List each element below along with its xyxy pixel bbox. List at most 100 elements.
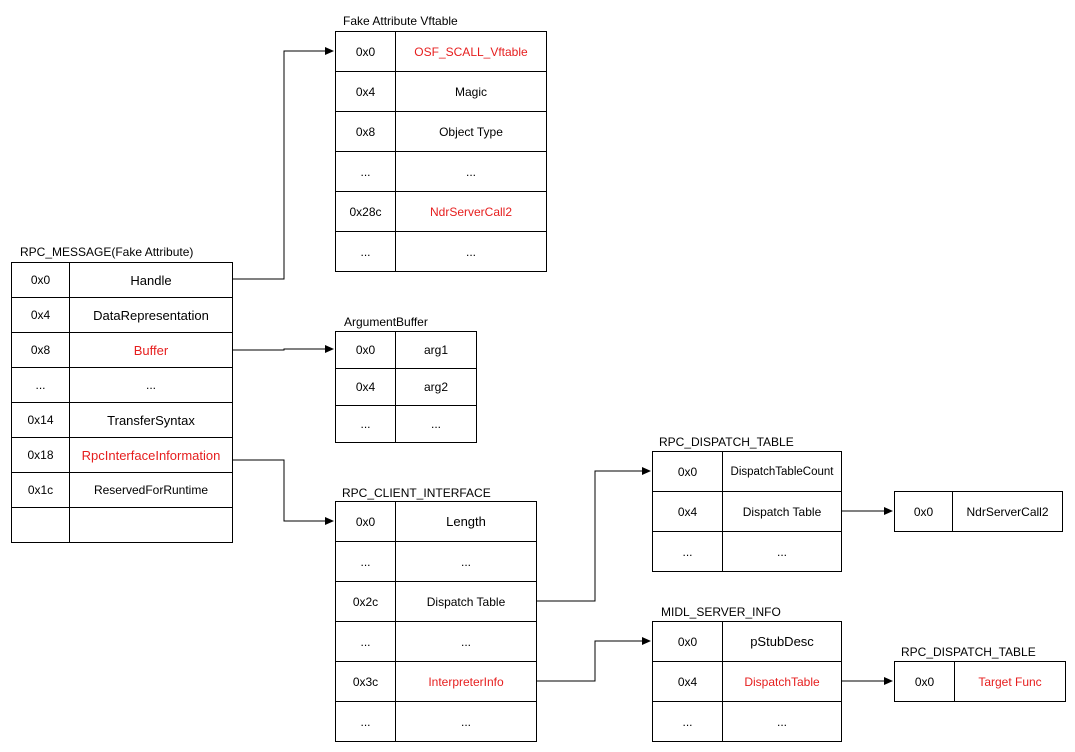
field-cell: ... <box>395 701 537 742</box>
offset-cell: 0x1c <box>11 472 70 508</box>
struct-row: 0x2c Dispatch Table <box>335 581 537 622</box>
offset-cell: 0x0 <box>335 31 396 72</box>
field-cell: ... <box>395 151 547 192</box>
field-cell: ... <box>395 621 537 662</box>
struct-row: 0x4 DataRepresentation <box>11 297 233 333</box>
offset-cell: 0x4 <box>652 661 723 702</box>
buffer-to-argument-buffer-arrow <box>232 345 334 353</box>
rpc-client-interface-struct: 0x0 Length ... ... 0x2c Dispatch Table .… <box>335 501 537 742</box>
offset-cell <box>11 507 70 543</box>
field-cell: Handle <box>69 262 233 298</box>
struct-row: 0x4 DispatchTable <box>652 661 842 702</box>
rpc-dispatch-table-2-struct: 0x0 Target Func <box>894 661 1066 702</box>
field-cell <box>69 507 233 543</box>
rpc-client-interface-title: RPC_CLIENT_INTERFACE <box>342 486 491 500</box>
offset-cell: 0x0 <box>652 621 723 662</box>
offset-cell: 0x4 <box>335 368 396 406</box>
rpc-message-struct: 0x0 Handle 0x4 DataRepresentation 0x8 Bu… <box>11 262 233 543</box>
struct-row: ... ... <box>335 405 477 443</box>
offset-cell: 0x0 <box>652 451 723 492</box>
offset-cell: 0x18 <box>11 437 70 473</box>
field-cell: Target Func <box>954 661 1066 702</box>
struct-row: ... ... <box>11 367 233 403</box>
struct-row: 0x28c NdrServerCall2 <box>335 191 547 232</box>
offset-cell: ... <box>335 231 396 272</box>
offset-cell: 0x4 <box>335 71 396 112</box>
struct-row: ... ... <box>335 701 537 742</box>
offset-cell: 0x4 <box>652 491 723 532</box>
field-cell: Magic <box>395 71 547 112</box>
offset-cell: 0x0 <box>894 491 953 532</box>
ndr-server-call2-struct: 0x0 NdrServerCall2 <box>894 491 1063 532</box>
offset-cell: 0x14 <box>11 402 70 438</box>
offset-cell: ... <box>652 531 723 572</box>
struct-row: ... ... <box>335 231 547 272</box>
struct-row: ... ... <box>652 531 842 572</box>
offset-cell: 0x2c <box>335 581 396 622</box>
handle-to-vftable-arrow <box>232 47 334 280</box>
offset-cell: 0x0 <box>335 331 396 369</box>
field-cell: Buffer <box>69 332 233 368</box>
fake-vftable-struct: 0x0 OSF_SCALL_Vftable 0x4 Magic 0x8 Obje… <box>335 31 547 272</box>
offset-cell: ... <box>652 701 723 742</box>
struct-row: 0x0 pStubDesc <box>652 621 842 662</box>
struct-row: 0x1c ReservedForRuntime <box>11 472 233 508</box>
midl-server-info-title: MIDL_SERVER_INFO <box>661 605 781 619</box>
offset-cell: 0x0 <box>335 501 396 542</box>
struct-row: ... ... <box>335 541 537 582</box>
struct-row: 0x14 TransferSyntax <box>11 402 233 438</box>
field-cell: ... <box>722 531 842 572</box>
field-cell: ... <box>395 231 547 272</box>
offset-cell: ... <box>335 405 396 443</box>
offset-cell: 0x0 <box>11 262 70 298</box>
field-cell: ... <box>69 367 233 403</box>
offset-cell: 0x8 <box>11 332 70 368</box>
interpreter-info-to-midl-server-info-arrow <box>536 637 651 682</box>
rpc-dispatch-table-1-struct: 0x0 DispatchTableCount 0x4 Dispatch Tabl… <box>652 451 842 572</box>
struct-row <box>11 507 233 543</box>
dispatch-table-to-rpc-dispatch-table-arrow <box>536 467 651 602</box>
struct-row: 0x0 NdrServerCall2 <box>894 491 1063 532</box>
struct-row: 0x0 Length <box>335 501 537 542</box>
struct-row: 0x4 arg2 <box>335 368 477 406</box>
offset-cell: 0x0 <box>894 661 955 702</box>
struct-row: 0x0 Target Func <box>894 661 1066 702</box>
rpc-dispatch-table-2-title: RPC_DISPATCH_TABLE <box>901 645 1036 659</box>
field-cell: TransferSyntax <box>69 402 233 438</box>
struct-row: ... ... <box>335 621 537 662</box>
fake-vftable-title: Fake Attribute Vftable <box>343 14 458 28</box>
struct-row: 0x8 Object Type <box>335 111 547 152</box>
offset-cell: 0x28c <box>335 191 396 232</box>
struct-row: ... ... <box>335 151 547 192</box>
struct-row: 0x3c InterpreterInfo <box>335 661 537 702</box>
field-cell: ... <box>722 701 842 742</box>
struct-row: 0x8 Buffer <box>11 332 233 368</box>
offset-cell: 0x8 <box>335 111 396 152</box>
field-cell: InterpreterInfo <box>395 661 537 702</box>
struct-row: 0x0 DispatchTableCount <box>652 451 842 492</box>
struct-row: ... ... <box>652 701 842 742</box>
rpc-message-title: RPC_MESSAGE(Fake Attribute) <box>20 245 194 259</box>
struct-row: 0x0 arg1 <box>335 331 477 369</box>
field-cell: DispatchTable <box>722 661 842 702</box>
offset-cell: 0x4 <box>11 297 70 333</box>
struct-row: 0x4 Dispatch Table <box>652 491 842 532</box>
field-cell: DispatchTableCount <box>722 451 842 492</box>
field-cell: OSF_SCALL_Vftable <box>395 31 547 72</box>
field-cell: RpcInterfaceInformation <box>69 437 233 473</box>
field-cell: Dispatch Table <box>395 581 537 622</box>
field-cell: ... <box>395 541 537 582</box>
field-cell: NdrServerCall2 <box>395 191 547 232</box>
offset-cell: ... <box>11 367 70 403</box>
field-cell: Dispatch Table <box>722 491 842 532</box>
offset-cell: ... <box>335 701 396 742</box>
midl-server-info-struct: 0x0 pStubDesc 0x4 DispatchTable ... ... <box>652 621 842 742</box>
field-cell: arg1 <box>395 331 477 369</box>
field-cell: ... <box>395 405 477 443</box>
field-cell: arg2 <box>395 368 477 406</box>
field-cell: pStubDesc <box>722 621 842 662</box>
field-cell: Object Type <box>395 111 547 152</box>
rpcinterface-to-client-interface-arrow <box>232 459 334 525</box>
rpc-dispatch-table-1-title: RPC_DISPATCH_TABLE <box>659 435 794 449</box>
field-cell: DataRepresentation <box>69 297 233 333</box>
